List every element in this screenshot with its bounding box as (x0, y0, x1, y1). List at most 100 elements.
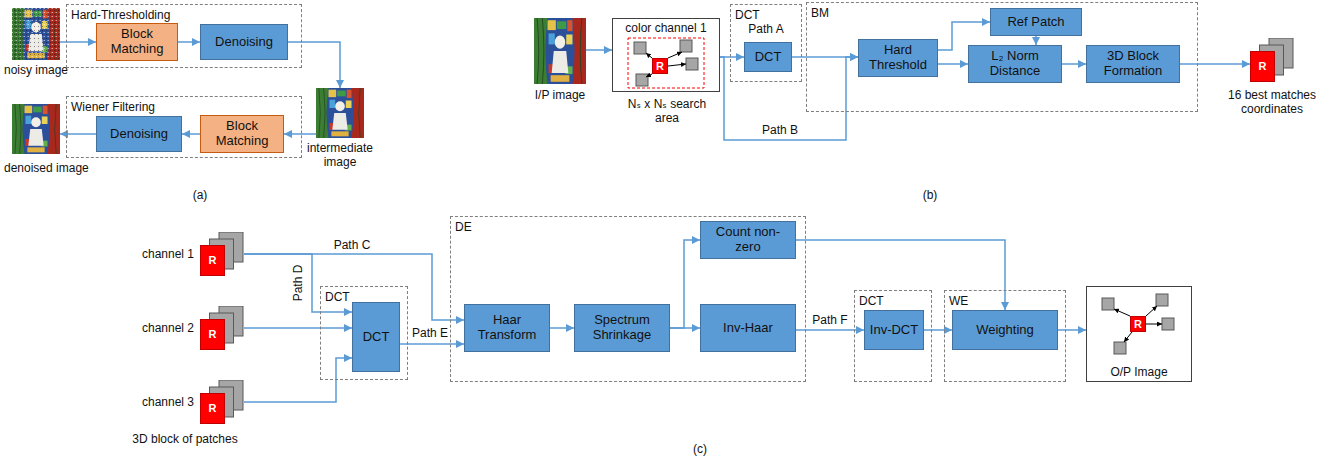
match-arrow (668, 64, 686, 66)
denoised-picture (12, 104, 60, 154)
box-label: Block Matching (100, 27, 174, 57)
panel-label: O/P Image (1106, 363, 1171, 381)
stage-group: DCTDCT (730, 4, 802, 82)
box-label: Block Matching (204, 119, 280, 149)
group-title: DCT (321, 288, 354, 306)
figure-label: (a) (170, 188, 230, 202)
outside-caption: I/P image (520, 88, 600, 102)
process-box: DCT (744, 42, 792, 72)
candidate-patch (634, 42, 646, 54)
process-box: Denoising (200, 24, 288, 60)
process-box: Inv-Haar (700, 304, 796, 352)
process-box: Count non-zero (700, 221, 796, 259)
connector-arrow (288, 42, 340, 88)
process-box: L₂ Norm Distance (968, 45, 1062, 83)
outside-caption: noisy image (0, 63, 74, 77)
patch-letter: R (1250, 52, 1275, 82)
stack-shape (200, 380, 244, 424)
reference-patch: R (652, 58, 668, 74)
reference-patch (201, 394, 225, 424)
image-thumbnail: intermediate image (316, 88, 364, 138)
reference-patch (1251, 52, 1275, 82)
box-label: Haar Transform (468, 313, 546, 343)
outside-caption: channel 2 (134, 321, 194, 335)
figure-label: (b) (900, 188, 960, 202)
box-label: Inv-DCT (868, 323, 920, 338)
path-label-vertical: Path D (291, 263, 305, 303)
stack-shape (1250, 38, 1294, 82)
box-label: Denoising (204, 35, 284, 50)
figure-label: Path F (810, 313, 850, 327)
reference-patch (201, 246, 225, 276)
connector-arrow (244, 358, 352, 402)
stage-group: BM Hard Threshold Ref Patch L₂ Norm Distanc… (806, 2, 1198, 112)
outside-caption: 16 best matches coordinates (1220, 88, 1324, 117)
stage-group: DCT DCT (320, 286, 408, 380)
box-label: Ref Patch (994, 15, 1078, 30)
connector-arrow (182, 133, 200, 135)
group-title: DE (451, 218, 476, 236)
patch-stack: Rchannel 1 (200, 232, 244, 276)
patch-letter: R (1134, 319, 1142, 330)
reference-patch: R (1130, 316, 1146, 332)
match-arrow (668, 52, 682, 58)
process-box: Denoising (96, 116, 182, 152)
intermediate-picture (316, 88, 364, 138)
box-label: DCT (356, 330, 396, 345)
candidate-patch (680, 40, 692, 52)
block-matching-box: Block Matching (96, 23, 178, 61)
outside-caption: denoised image (4, 161, 100, 175)
connector-arrow (796, 240, 1005, 310)
outside-caption: Nₛ x Nₛ search area (627, 97, 707, 126)
aggregate-arrow (1124, 332, 1132, 342)
candidate-patch (686, 58, 698, 70)
figure-label: Path E (411, 326, 449, 340)
output-patch (1114, 342, 1126, 354)
figure-label: Path B (760, 123, 800, 137)
connector-arrow (938, 63, 968, 65)
box-label: Denoising (100, 127, 178, 142)
connector-arrow (670, 240, 700, 328)
process-box: Hard Threshold (858, 39, 938, 77)
box-label: Spectrum Shrinkage (578, 313, 666, 343)
block-matching-box: Block Matching (200, 115, 284, 153)
stage-group: Wiener FilteringDenoising Block Matching (66, 96, 302, 158)
box-label: Weighting (956, 323, 1054, 338)
box-label: L₂ Norm Distance (972, 49, 1058, 79)
noisy-picture (12, 8, 60, 60)
match-arrow (646, 74, 652, 77)
patch-letter: R (656, 61, 664, 72)
outside-caption: intermediate image (302, 141, 378, 170)
connector-arrow (178, 41, 200, 43)
patch-letter: R (200, 394, 225, 424)
patch-letter: R (200, 320, 225, 350)
connector-arrow (1180, 63, 1250, 65)
reference-patch (201, 320, 225, 350)
stage-group: WEWeighting (944, 290, 1066, 382)
process-box: Haar Transform (464, 304, 550, 352)
connector-arrow (1062, 63, 1086, 65)
image-thumbnail: I/P image (534, 18, 586, 84)
connector-arrow (400, 343, 464, 345)
output-patch (1162, 318, 1174, 330)
process-box: DCT (352, 302, 400, 372)
figure-label: Path C (332, 238, 372, 252)
aggregate-arrow (1146, 306, 1157, 316)
image-panel: color channel 1Nₛ x Nₛ search areaR (612, 18, 720, 92)
image-thumbnail: denoised image (12, 104, 60, 154)
stack-shape (200, 232, 244, 276)
patch-letter: R (200, 246, 225, 276)
connector-arrow (244, 327, 352, 329)
noise-overlay (12, 8, 60, 60)
input-picture (534, 18, 586, 84)
group-title: BM (807, 4, 833, 22)
figure-label: (c) (670, 442, 730, 456)
box-label: Hard Threshold (862, 43, 934, 73)
connector-arrow (670, 327, 700, 329)
outside-caption: channel 3 (134, 395, 194, 409)
stage-group: DE Haar Transform Spectrum Shrinkage Count … (450, 216, 806, 382)
box-label: Count non-zero (704, 225, 792, 255)
image-thumbnail: noisy image (12, 8, 60, 60)
connector-arrow (1035, 36, 1037, 45)
group-title: Wiener Filtering (67, 98, 159, 116)
